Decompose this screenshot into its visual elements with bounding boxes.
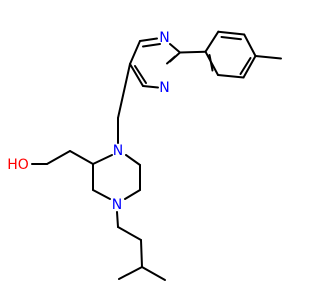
nitrogen-label: N xyxy=(113,143,123,159)
pyrimidine-nitrogen-1: N xyxy=(159,30,169,46)
bond xyxy=(46,150,71,165)
bond xyxy=(142,85,159,89)
bond xyxy=(92,154,113,165)
bond xyxy=(117,63,131,119)
bond xyxy=(142,43,161,48)
bond xyxy=(92,189,111,200)
bond xyxy=(169,43,181,54)
bond xyxy=(141,266,166,281)
bond xyxy=(217,74,245,79)
bond xyxy=(129,63,144,87)
bond xyxy=(166,55,176,65)
bond xyxy=(242,55,257,79)
bond xyxy=(243,33,257,57)
piperazine-nitrogen-1: N xyxy=(113,143,123,159)
bond xyxy=(116,211,119,228)
piperazine-nitrogen-2: N xyxy=(112,197,122,213)
bond xyxy=(129,40,141,65)
nitrogen-label: N xyxy=(159,80,169,96)
bond xyxy=(139,37,158,42)
chemical-structure-diagram: N N N N HO xyxy=(7,30,282,281)
bond xyxy=(220,36,242,41)
bond xyxy=(208,54,214,72)
bonds xyxy=(31,30,282,281)
bond xyxy=(179,50,207,54)
bond xyxy=(254,55,282,60)
bond xyxy=(239,57,252,75)
bond xyxy=(204,30,220,53)
bond xyxy=(134,65,147,84)
bond xyxy=(118,266,143,280)
atom-labels: N N N N HO xyxy=(7,30,170,213)
pyrimidine-nitrogen-2: N xyxy=(159,80,169,96)
bond xyxy=(125,154,141,166)
nitrogen-label: N xyxy=(112,197,122,213)
bond xyxy=(124,189,141,200)
hydroxyl-label: HO xyxy=(7,157,29,173)
bond xyxy=(117,226,142,241)
bond xyxy=(140,239,143,268)
nitrogen-label: N xyxy=(159,30,169,46)
bond xyxy=(217,30,246,36)
bond xyxy=(69,150,94,165)
hydroxyl-group: HO xyxy=(7,157,29,173)
